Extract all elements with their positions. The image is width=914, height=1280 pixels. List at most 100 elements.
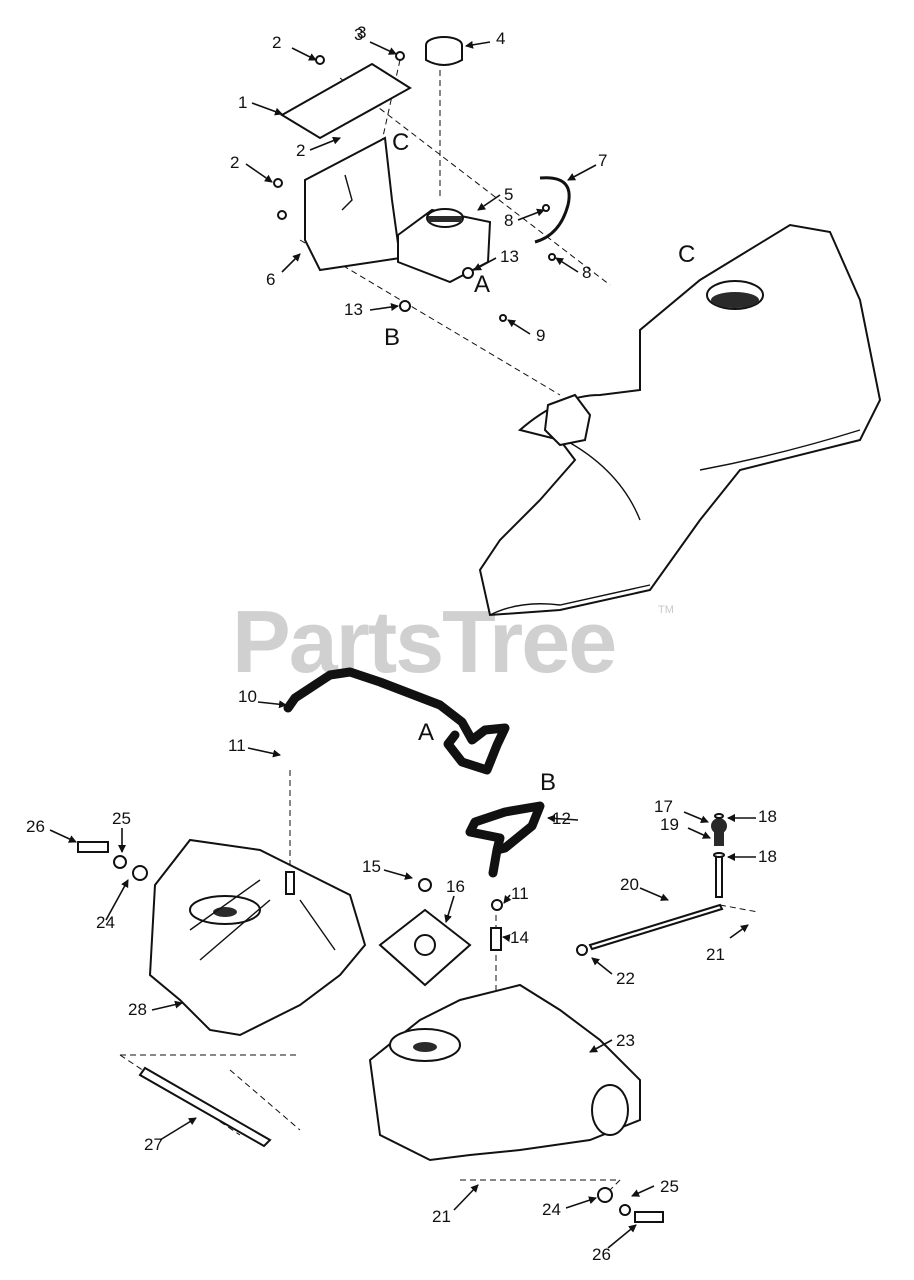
letter-a-top: A (474, 271, 490, 298)
callout-label-9: 9 (536, 326, 545, 345)
callout-label-17: 17 (654, 797, 673, 816)
callout-arrow-24 (565, 1196, 597, 1209)
callout-label-12: 12 (552, 809, 571, 828)
hose-assembly (283, 667, 545, 990)
bracket-slot (341, 174, 353, 211)
callout-arrow-8 (555, 257, 579, 273)
callout-arrow-2 (291, 47, 317, 61)
wheel-hub (591, 1084, 629, 1136)
callout-arrow-21 (453, 1184, 479, 1211)
nut-15 (418, 878, 432, 892)
callout-arrow-13 (369, 303, 399, 311)
callout-label-22: 22 (616, 969, 635, 988)
callout-label-14: 14 (510, 928, 529, 947)
hose-clamp (548, 253, 556, 261)
callout-label-18: 18 (758, 847, 777, 866)
callout-arrow-7 (567, 164, 597, 181)
washer-18 (714, 813, 724, 819)
callout-label-2: 2 (230, 153, 239, 172)
callout-arrow-13 (473, 257, 497, 271)
callout-label-27: 27 (144, 1135, 163, 1154)
pulley-hub-left (213, 907, 237, 917)
callout-arrow-3 (369, 41, 397, 55)
callout-label-16: 16 (446, 877, 465, 896)
reservoir-thread (428, 216, 462, 222)
reservoir-cap (425, 45, 463, 66)
callout-arrow-26 (607, 1224, 637, 1249)
callout-label-26: 26 (592, 1245, 611, 1264)
callout-arrow-15 (383, 869, 413, 880)
callout-arrow-12 (547, 814, 579, 823)
callout-arrow-21 (729, 924, 749, 939)
reservoir-assembly (273, 36, 611, 396)
letter-c-top: C (392, 129, 409, 156)
bolt-26 (77, 841, 109, 853)
callout-label-2: 2 (296, 141, 305, 160)
washer-24 (597, 1187, 613, 1203)
rod-handle (715, 854, 723, 898)
callout-label-7: 7 (598, 151, 607, 170)
callout-label-4: 4 (496, 29, 505, 48)
guide-line (119, 1054, 301, 1136)
washer (499, 314, 507, 322)
callout-label-28: 28 (128, 1000, 147, 1019)
fan-hub (414, 934, 436, 956)
callout-label-11: 11 (511, 884, 529, 903)
callout-arrow-9 (507, 319, 531, 335)
callout-arrow-23 (589, 1039, 613, 1053)
callout-label-26: 26 (26, 817, 45, 836)
callout-arrow-14 (502, 934, 511, 942)
callout-label-2: 2 (272, 33, 281, 52)
callout-label-18: 18 (758, 807, 777, 826)
callout-arrow-10 (257, 700, 287, 709)
callout-label-1: 1 (238, 93, 247, 112)
left-transmission (77, 838, 367, 1148)
callout-arrow-11 (247, 747, 281, 758)
letter-c-tank: C (678, 241, 695, 268)
callout-arrows (49, 40, 756, 1249)
fender-edge (489, 584, 651, 616)
screw (395, 51, 405, 61)
callout-label-6: 6 (266, 270, 275, 289)
fender-contour (564, 439, 641, 521)
pulley-hub-right (413, 1042, 437, 1052)
callout-arrow-20 (639, 887, 669, 901)
callout-arrow-26 (49, 829, 77, 843)
right-transmission (368, 878, 664, 1223)
transmission-housing-right (368, 983, 641, 1162)
reference-letters: C A B C A B (384, 129, 695, 796)
hose-10 (283, 667, 510, 775)
callout-label-23: 23 (616, 1031, 635, 1050)
callout-label-3: 3 (354, 25, 363, 44)
screw (277, 210, 287, 220)
callout-arrow-28 (151, 1000, 183, 1011)
bolt-26 (634, 1211, 664, 1223)
callout-arrow-1 (251, 102, 283, 116)
callout-label-3: 3 (357, 23, 366, 42)
callout-arrow-22 (591, 957, 613, 975)
callout-label-24: 24 (96, 913, 115, 932)
breather-hose (534, 176, 571, 244)
guide-line (719, 904, 759, 913)
axle-rod (138, 1066, 272, 1148)
callout-arrow-2 (309, 136, 341, 151)
fitting-14 (490, 927, 502, 951)
callout-label-8: 8 (504, 211, 513, 230)
fitting-nut (462, 267, 474, 279)
callout-label-24: 24 (542, 1200, 561, 1219)
letter-a-hose: A (418, 719, 434, 746)
callout-arrow-4 (465, 40, 491, 49)
fender-contour (699, 429, 861, 471)
callout-label-25: 25 (112, 809, 131, 828)
letter-b-top: B (384, 324, 400, 351)
callout-label-13: 13 (344, 300, 363, 319)
callout-arrow-24 (105, 879, 129, 921)
guide-line (379, 59, 401, 151)
callout-label-25: 25 (660, 1177, 679, 1196)
callout-label-13: 13 (500, 247, 519, 266)
callout-label-20: 20 (620, 875, 639, 894)
callout-label-21: 21 (432, 1207, 451, 1226)
callout-label-21: 21 (706, 945, 725, 964)
